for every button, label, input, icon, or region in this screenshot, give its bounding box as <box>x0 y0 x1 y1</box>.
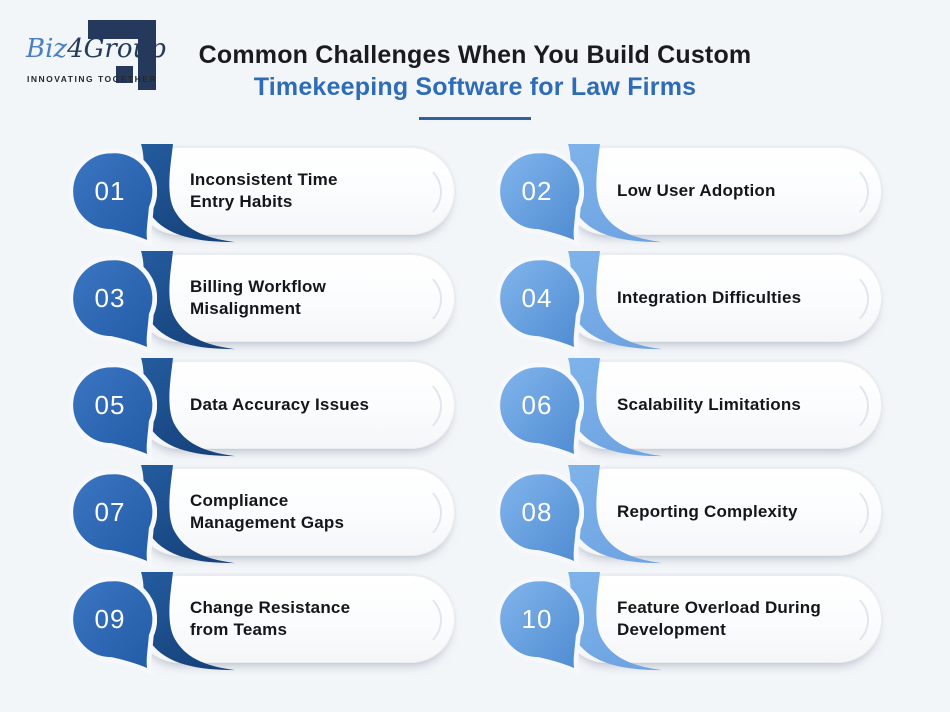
number-badge: 09 <box>65 575 157 675</box>
ribbon-swoosh-icon <box>568 144 662 243</box>
challenge-label: Integration Difficulties <box>617 287 802 307</box>
challenge-label: Change Resistance from Teams <box>190 597 351 639</box>
title-block: Common Challenges When You Build Custom … <box>0 40 950 120</box>
challenge-number: 03 <box>94 282 126 313</box>
challenge-pill: Scalability Limitations <box>562 361 882 449</box>
number-badge: 01 <box>65 147 157 247</box>
challenge-label: Feature Overload During Development <box>617 597 821 639</box>
challenge-pill: Feature Overload During Development <box>562 575 882 663</box>
teardrop-icon <box>495 576 584 675</box>
challenge-number: 05 <box>94 389 126 420</box>
challenge-number: 10 <box>521 603 553 634</box>
page-title-line1: Common Challenges When You Build Custom <box>198 41 752 69</box>
ribbon-swoosh-icon <box>568 572 662 671</box>
number-badge: 07 <box>65 468 157 568</box>
logo-tagline: INNOVATING TOGETHER <box>27 74 158 84</box>
ribbon-swoosh-icon <box>141 465 235 564</box>
challenge-item-03: Billing Workflow Misalignment 03 <box>65 251 455 354</box>
challenges-grid: Inconsistent Time Entry Habits 01 Billin… <box>65 144 882 675</box>
arc-decoration-icon <box>811 484 869 542</box>
arc-decoration-icon <box>384 377 442 435</box>
challenge-item-08: Reporting Complexity 08 <box>492 465 882 568</box>
challenge-item-06: Scalability Limitations 06 <box>492 358 882 461</box>
number-badge: 10 <box>492 575 584 675</box>
arc-decoration-icon <box>811 591 869 649</box>
page-title-line2: Timekeeping Software for Law Firms <box>253 73 697 102</box>
logo-frame-right <box>138 20 156 90</box>
challenge-pill: Inconsistent Time Entry Habits <box>135 147 455 235</box>
ribbon-swoosh-icon <box>141 572 235 671</box>
challenge-item-01: Inconsistent Time Entry Habits 01 <box>65 144 455 247</box>
arc-decoration-icon <box>384 591 442 649</box>
teardrop-icon <box>495 362 584 461</box>
ribbon-swoosh-icon <box>568 358 662 457</box>
challenge-pill: Compliance Management Gaps <box>135 468 455 556</box>
challenge-number: 06 <box>521 389 553 420</box>
challenge-item-09: Change Resistance from Teams 09 <box>65 572 455 675</box>
teardrop-icon <box>68 362 157 461</box>
teardrop-icon <box>68 255 157 354</box>
challenge-label: Inconsistent Time Entry Habits <box>190 169 338 211</box>
logo-word-4group: 4Group <box>67 34 166 64</box>
number-badge: 06 <box>492 361 584 461</box>
challenge-label: Compliance Management Gaps <box>190 490 345 532</box>
challenge-number: 04 <box>521 282 553 313</box>
challenge-item-07: Compliance Management Gaps 07 <box>65 465 455 568</box>
arc-decoration-icon <box>384 163 442 221</box>
title-underline <box>419 116 531 120</box>
challenge-item-05: Data Accuracy Issues 05 <box>65 358 455 461</box>
challenge-item-10: Feature Overload During Development 10 <box>492 572 882 675</box>
challenge-pill: Billing Workflow Misalignment <box>135 254 455 342</box>
challenge-item-02: Low User Adoption 02 <box>492 144 882 247</box>
teardrop-icon <box>495 255 584 354</box>
challenge-number: 09 <box>94 603 126 634</box>
teardrop-icon <box>495 148 584 247</box>
ribbon-swoosh-icon <box>568 251 662 350</box>
arc-decoration-icon <box>384 484 442 542</box>
arc-decoration-icon <box>384 270 442 328</box>
number-badge: 05 <box>65 361 157 461</box>
number-badge: 02 <box>492 147 584 247</box>
teardrop-icon <box>68 469 157 568</box>
challenge-item-04: Integration Difficulties 04 <box>492 251 882 354</box>
logo-frame-square <box>116 66 133 83</box>
challenge-label: Data Accuracy Issues <box>190 394 370 414</box>
arc-decoration-icon <box>811 377 869 435</box>
challenge-label: Reporting Complexity <box>617 501 798 521</box>
biz4group-logo: Biz4Group INNOVATING TOGETHER <box>26 16 186 100</box>
challenge-number: 02 <box>521 175 553 206</box>
number-badge: 04 <box>492 254 584 354</box>
ribbon-swoosh-icon <box>141 358 235 457</box>
logo-word-biz: Biz <box>26 34 68 64</box>
arc-decoration-icon <box>811 270 869 328</box>
number-badge: 08 <box>492 468 584 568</box>
challenge-pill: Data Accuracy Issues <box>135 361 455 449</box>
ribbon-swoosh-icon <box>141 144 235 243</box>
teardrop-icon <box>68 148 157 247</box>
ribbon-swoosh-icon <box>568 465 662 564</box>
challenge-number: 07 <box>94 496 126 527</box>
challenge-label: Billing Workflow Misalignment <box>190 276 327 318</box>
number-badge: 03 <box>65 254 157 354</box>
logo-wordmark: Biz4Group <box>26 36 166 62</box>
challenge-label: Scalability Limitations <box>617 394 802 414</box>
arc-decoration-icon <box>811 163 869 221</box>
challenge-pill: Change Resistance from Teams <box>135 575 455 663</box>
teardrop-icon <box>68 576 157 675</box>
challenge-label: Low User Adoption <box>617 180 776 200</box>
challenge-number: 08 <box>521 496 553 527</box>
challenge-pill: Reporting Complexity <box>562 468 882 556</box>
ribbon-swoosh-icon <box>141 251 235 350</box>
teardrop-icon <box>495 469 584 568</box>
challenge-number: 01 <box>94 175 126 206</box>
challenge-pill: Low User Adoption <box>562 147 882 235</box>
